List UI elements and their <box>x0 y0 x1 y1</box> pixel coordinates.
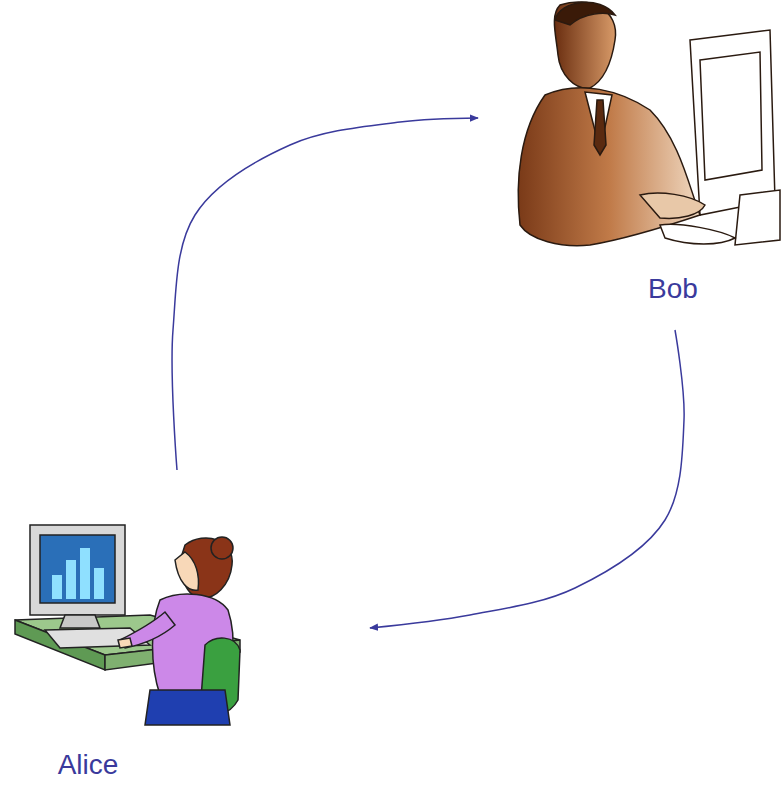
person-name: Bob <box>618 272 728 306</box>
person-node: Alice <box>15 470 370 786</box>
bob-figure <box>518 2 780 246</box>
person-node: Bob <box>478 0 778 330</box>
person-name: Alice <box>15 748 161 782</box>
message-arrow <box>172 118 478 470</box>
message-arrow <box>370 330 684 628</box>
alice-figure <box>15 525 240 725</box>
